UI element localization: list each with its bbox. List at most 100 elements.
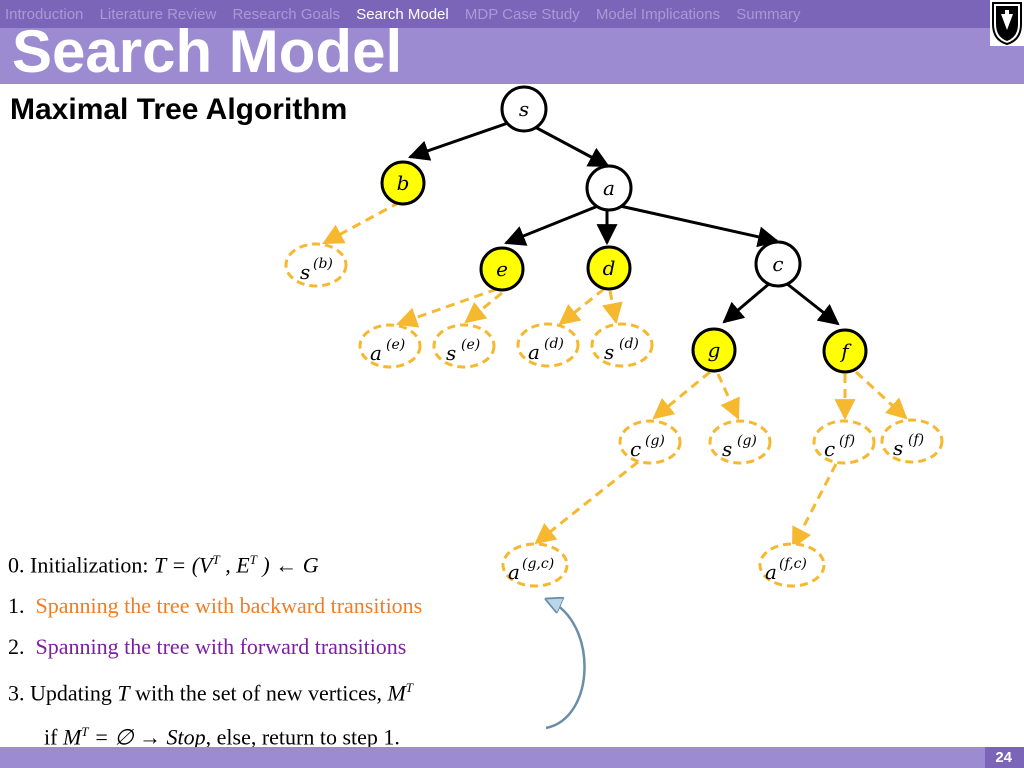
step-2-number: 2. bbox=[8, 634, 25, 659]
svg-text:a: a bbox=[603, 176, 615, 200]
derived-node-a-gc[interactable]: a (g,c) bbox=[501, 542, 569, 588]
step-3-sup: T bbox=[405, 680, 414, 695]
svg-text:(f,c): (f,c) bbox=[779, 556, 807, 572]
node-a[interactable]: a bbox=[585, 164, 633, 212]
step-1-number: 1. bbox=[8, 593, 25, 618]
nav-item-model-implications[interactable]: Model Implications bbox=[595, 6, 721, 23]
svg-text:a: a bbox=[508, 560, 520, 584]
svg-text:(g): (g) bbox=[645, 433, 665, 449]
page-title: Search Model bbox=[12, 18, 403, 85]
node-d[interactable]: d bbox=[586, 245, 632, 291]
svg-text:s: s bbox=[722, 437, 732, 461]
loop-back-arrow-icon bbox=[546, 600, 586, 730]
svg-text:(g,c): (g,c) bbox=[522, 556, 554, 572]
section-subtitle: Maximal Tree Algorithm bbox=[10, 93, 348, 126]
derived-node-a-e[interactable]: a (e) bbox=[358, 323, 422, 369]
svg-text:a: a bbox=[528, 340, 540, 364]
nav-item-literature-review[interactable]: Literature Review bbox=[99, 6, 217, 23]
svg-text:(b): (b) bbox=[313, 256, 333, 272]
derived-node-s-e[interactable]: s (e) bbox=[432, 323, 496, 369]
step-0-math-e: , E bbox=[219, 552, 250, 578]
derived-node-s-g[interactable]: s (g) bbox=[708, 419, 772, 465]
svg-text:(f): (f) bbox=[908, 432, 924, 448]
tree-nodes: s b a e d c g f bbox=[380, 85, 868, 374]
step-3-cond-text: , else, return to step 1. bbox=[205, 724, 400, 750]
step-1-text: Spanning the tree with backward transiti… bbox=[35, 593, 423, 618]
node-b[interactable]: b bbox=[380, 160, 426, 206]
svg-text:b: b bbox=[397, 171, 410, 195]
node-s[interactable]: s bbox=[500, 85, 548, 133]
nav-item-summary[interactable]: Summary bbox=[736, 6, 801, 23]
svg-text:c: c bbox=[630, 437, 641, 461]
nav-row: Introduction Literature Review Research … bbox=[5, 6, 812, 23]
svg-text:e: e bbox=[496, 257, 508, 281]
step-0-sup-v: T bbox=[212, 552, 220, 567]
derived-node-s-d[interactable]: s (d) bbox=[590, 322, 654, 368]
edge-s-a bbox=[534, 125, 610, 168]
page-number-box: 24 bbox=[985, 747, 1024, 768]
derived-node-c-g[interactable]: c (g) bbox=[618, 419, 682, 465]
node-f[interactable]: f bbox=[822, 328, 868, 374]
solid-edges bbox=[408, 121, 840, 326]
edge-g-sg bbox=[716, 373, 740, 420]
step-3-math-m: M bbox=[387, 680, 406, 706]
node-g[interactable]: g bbox=[691, 327, 737, 373]
svg-text:a: a bbox=[370, 341, 382, 365]
svg-text:a: a bbox=[765, 560, 777, 584]
edge-d-ad bbox=[558, 287, 605, 326]
logo-emblem-icon bbox=[992, 2, 1022, 46]
nav-bar: Introduction Literature Review Research … bbox=[0, 0, 1024, 28]
svg-text:(d): (d) bbox=[544, 336, 564, 352]
derived-node-a-fc[interactable]: a (f,c) bbox=[758, 542, 826, 588]
svg-text:s: s bbox=[446, 341, 456, 365]
step-3-math-t: T bbox=[117, 680, 130, 706]
svg-text:(g): (g) bbox=[737, 433, 757, 449]
step-2-text: Spanning the tree with forward transitio… bbox=[35, 634, 407, 659]
edge-a-c bbox=[619, 204, 780, 248]
edge-f-sf bbox=[854, 370, 908, 420]
svg-text:c: c bbox=[824, 437, 835, 461]
derived-node-s-b[interactable]: s (b) bbox=[284, 242, 348, 288]
edge-s-b bbox=[408, 121, 509, 161]
step-3-cond-math: = ∅ → Stop bbox=[88, 724, 206, 750]
edge-e-se bbox=[464, 291, 503, 324]
university-logo bbox=[990, 0, 1024, 46]
step-3: 3. Updating T with the set of new vertic… bbox=[8, 681, 413, 704]
node-c[interactable]: c bbox=[754, 240, 802, 288]
svg-text:s: s bbox=[604, 340, 614, 364]
step-3-if: if bbox=[44, 724, 63, 750]
node-e[interactable]: e bbox=[479, 246, 525, 292]
derived-nodes: s (b) a (e) s (e) a (d) s (d) c (g) bbox=[284, 242, 944, 588]
step-3-cond-math-m: M bbox=[62, 724, 82, 750]
svg-text:s: s bbox=[519, 97, 529, 121]
svg-text:(d): (d) bbox=[619, 336, 639, 352]
page-number: 24 bbox=[995, 749, 1012, 766]
derived-node-a-d[interactable]: a (d) bbox=[516, 322, 580, 368]
svg-text:(f): (f) bbox=[839, 433, 855, 449]
svg-text:c: c bbox=[772, 252, 783, 276]
svg-text:s: s bbox=[300, 260, 310, 284]
nav-item-search-model[interactable]: Search Model bbox=[356, 6, 449, 23]
edge-b-sb bbox=[322, 200, 401, 245]
derived-node-s-f[interactable]: s (f) bbox=[880, 418, 944, 464]
svg-text:s: s bbox=[893, 436, 903, 460]
step-0-math: T = (V bbox=[154, 552, 213, 578]
svg-text:(e): (e) bbox=[461, 337, 480, 353]
nav-item-research-goals[interactable]: Research Goals bbox=[232, 6, 341, 23]
dashed-edges bbox=[322, 200, 908, 549]
step-0-label: 0. Initialization: bbox=[8, 552, 155, 578]
svg-text:d: d bbox=[603, 256, 616, 280]
step-0-math-end: ) ← G bbox=[256, 552, 319, 578]
derived-node-c-f[interactable]: c (f) bbox=[812, 419, 876, 465]
nav-item-introduction[interactable]: Introduction bbox=[5, 6, 84, 23]
step-3-condition: if MT = ∅ → Stop, else, return to step 1… bbox=[44, 725, 400, 748]
edge-c-f bbox=[785, 281, 840, 326]
edge-d-sd bbox=[602, 290, 623, 325]
step-2: 2. Spanning the tree with forward transi… bbox=[8, 636, 406, 658]
edge-cf-afc bbox=[791, 463, 838, 549]
step-0: 0. Initialization: T = (VT , ET ) ← G bbox=[8, 553, 319, 576]
step-0-sup-e: T bbox=[249, 552, 257, 567]
svg-text:(e): (e) bbox=[386, 337, 405, 353]
nav-item-mdp-case-study[interactable]: MDP Case Study bbox=[464, 6, 580, 23]
